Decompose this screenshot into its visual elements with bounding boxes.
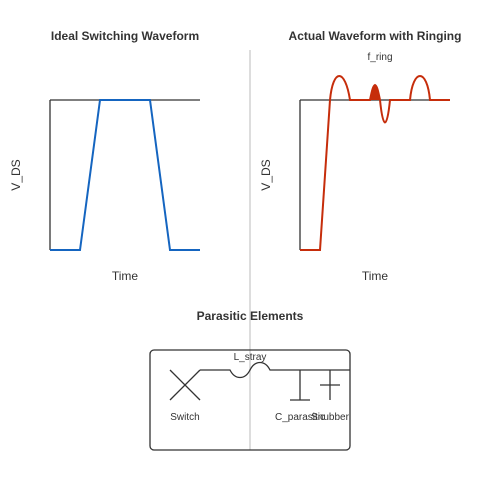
parasitic-elements-title: Parasitic Elements (197, 309, 304, 323)
switch-symbol (169, 369, 201, 401)
ideal-waveform-trace (50, 99, 200, 251)
stray-inductor-wire (200, 361, 350, 379)
ideal-waveform-title: Ideal Switching Waveform (51, 29, 199, 43)
parasitic-capacitor-symbol (290, 370, 310, 401)
circuit-frame (149, 349, 351, 451)
actual-waveform-panel: Actual Waveform with Ringing f_ring V_DS… (259, 29, 461, 283)
parasitic-elements-panel: Parasitic Elements Switch L_stray C_para… (149, 309, 351, 451)
switch-label: Switch (170, 412, 199, 423)
ringing-peak-marker (370, 85, 380, 100)
ideal-waveform-panel: Ideal Switching Waveform V_DS Time (9, 29, 200, 283)
actual-ylabel: V_DS (259, 159, 273, 190)
actual-waveform-trace (300, 75, 450, 251)
snubber-label: Snubber (311, 412, 349, 423)
ideal-ylabel: V_DS (9, 159, 23, 190)
ideal-xlabel: Time (112, 269, 139, 283)
actual-waveform-title: Actual Waveform with Ringing (289, 29, 462, 43)
ringing-annotation: f_ring (367, 52, 392, 63)
snubber-symbol (320, 370, 340, 400)
actual-xlabel: Time (362, 269, 389, 283)
inductor-label: L_stray (234, 352, 267, 363)
capacitor-label: C_parasitic (275, 412, 325, 423)
